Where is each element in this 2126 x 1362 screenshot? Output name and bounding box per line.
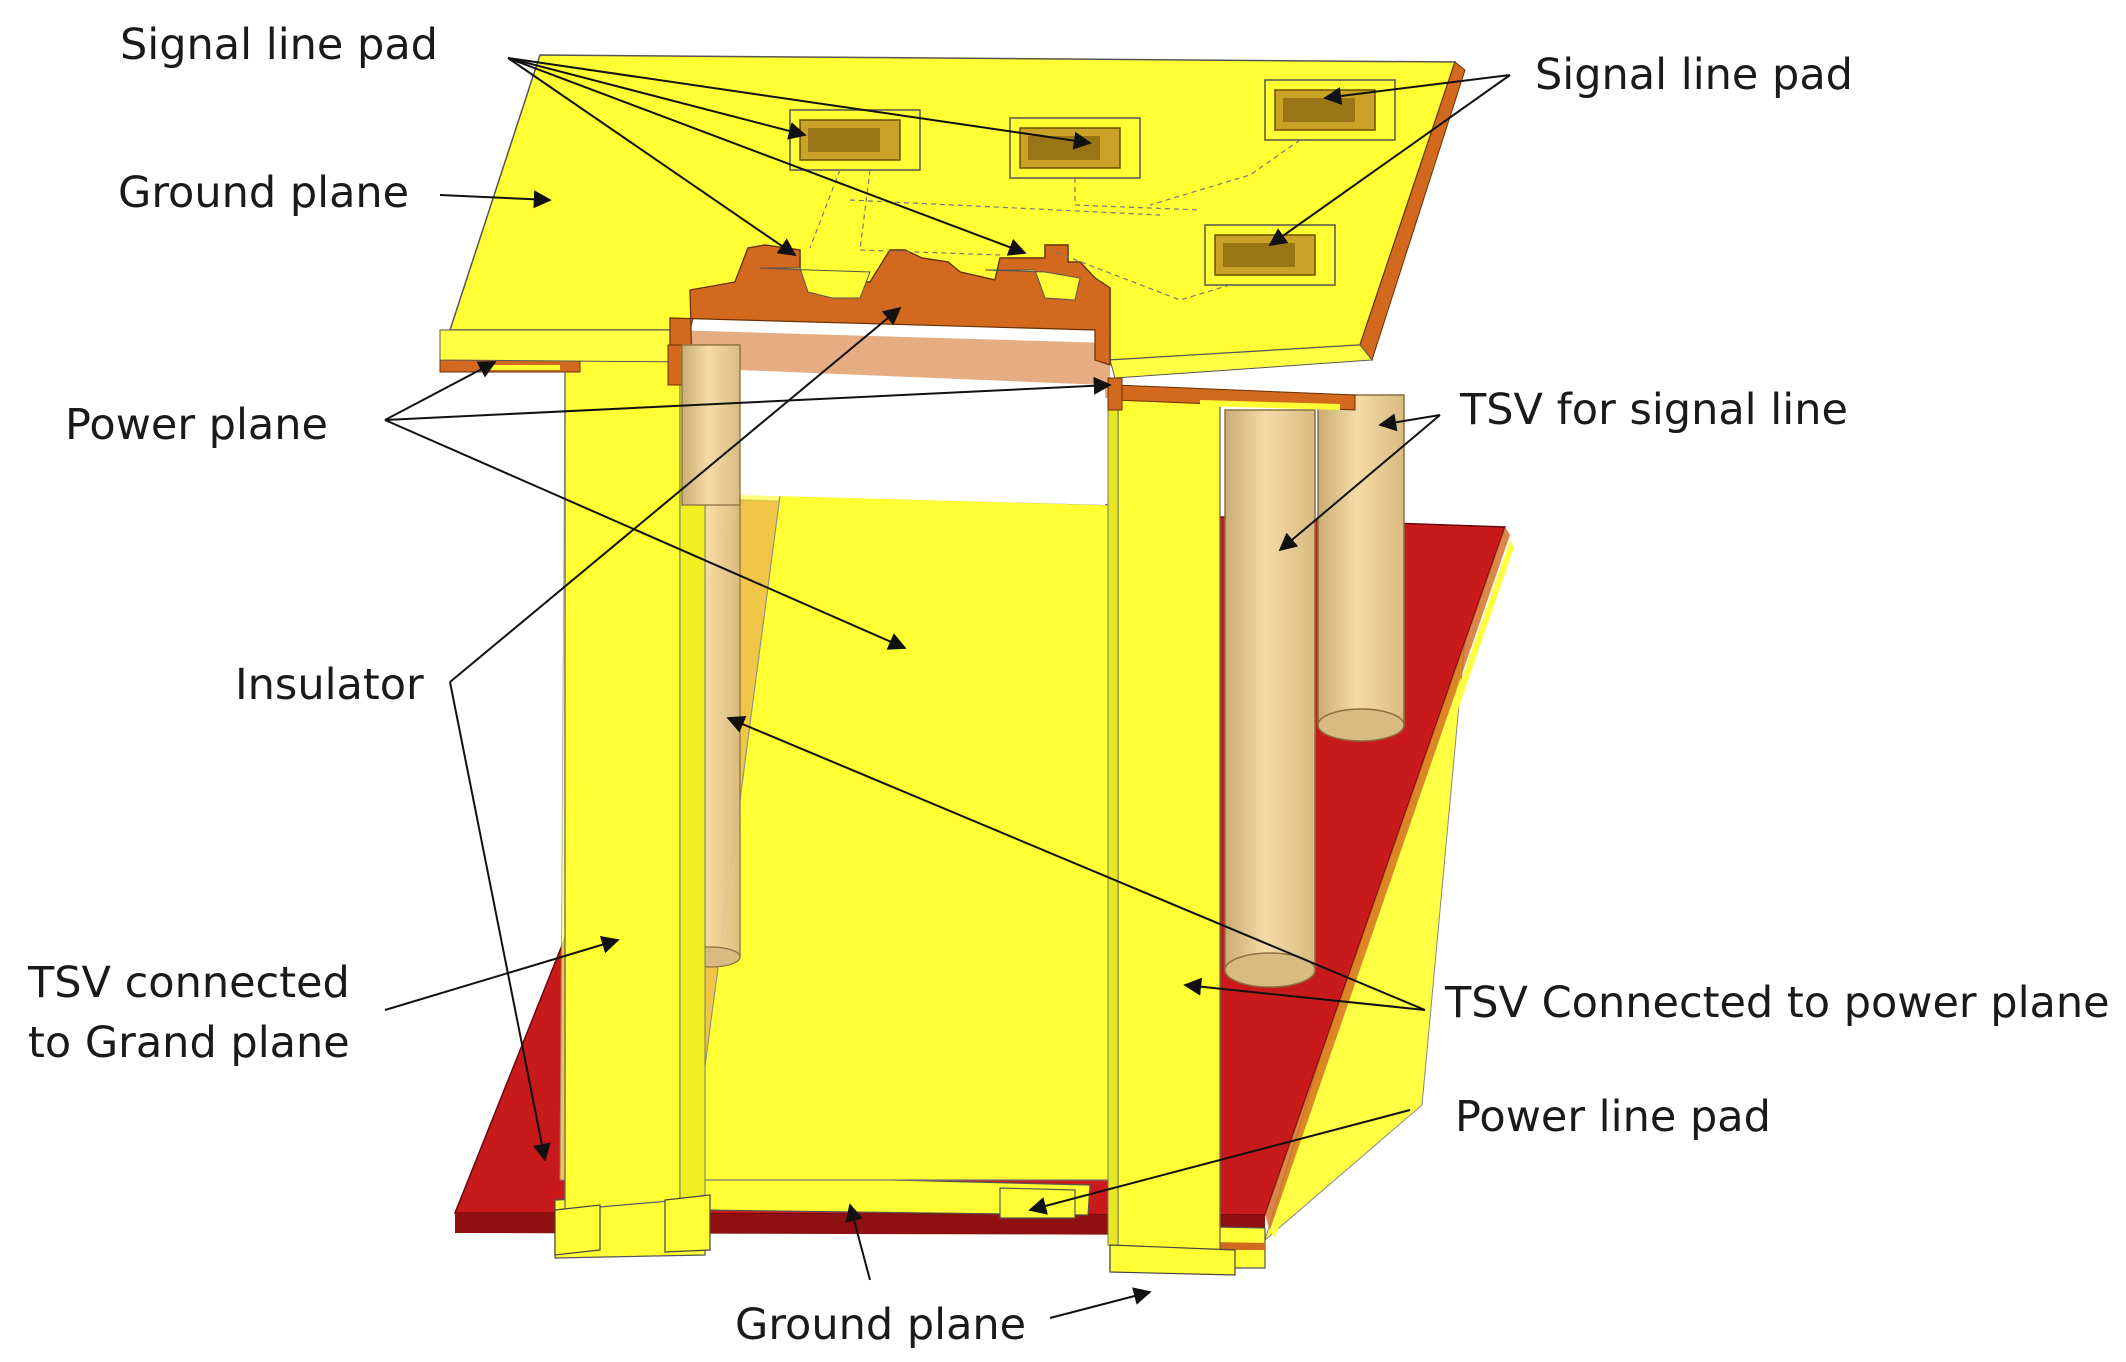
- label-power-plane: Power plane: [65, 400, 328, 450]
- top-opening: [740, 370, 1105, 505]
- tsv-power-right: [1107, 394, 1236, 1276]
- signal-pads: [789, 79, 1396, 286]
- label-ground-plane-top: Ground plane: [118, 168, 410, 218]
- label-power-line-pad: Power line pad: [1455, 1092, 1771, 1142]
- tsv-ground-left: [554, 359, 711, 1256]
- signal-pad: [1204, 224, 1336, 286]
- label-ground-plane-bottom: Ground plane: [735, 1300, 1027, 1350]
- signal-pad: [1009, 117, 1141, 179]
- label-tsv-power: TSV Connected to power plane: [1445, 978, 2110, 1028]
- leader-lines: [384, 57, 1511, 1319]
- tsv-signal-front: [1224, 409, 1316, 988]
- label-insulator: Insulator: [235, 660, 424, 710]
- tsv-power-left-upper: [681, 344, 741, 506]
- tsv-signal-back: [1317, 394, 1405, 742]
- hidden-traces: [809, 139, 1301, 301]
- label-tsv-signal-line: TSV for signal line: [1460, 385, 1848, 435]
- label-signal-line-pad-left: Signal line pad: [120, 20, 438, 70]
- label-tsv-ground-line1: TSV connected: [28, 958, 350, 1008]
- signal-pad: [789, 109, 921, 171]
- label-signal-line-pad-right: Signal line pad: [1535, 50, 1853, 100]
- signal-pad: [1264, 79, 1396, 141]
- label-tsv-ground-line2: to Grand plane: [28, 1018, 350, 1068]
